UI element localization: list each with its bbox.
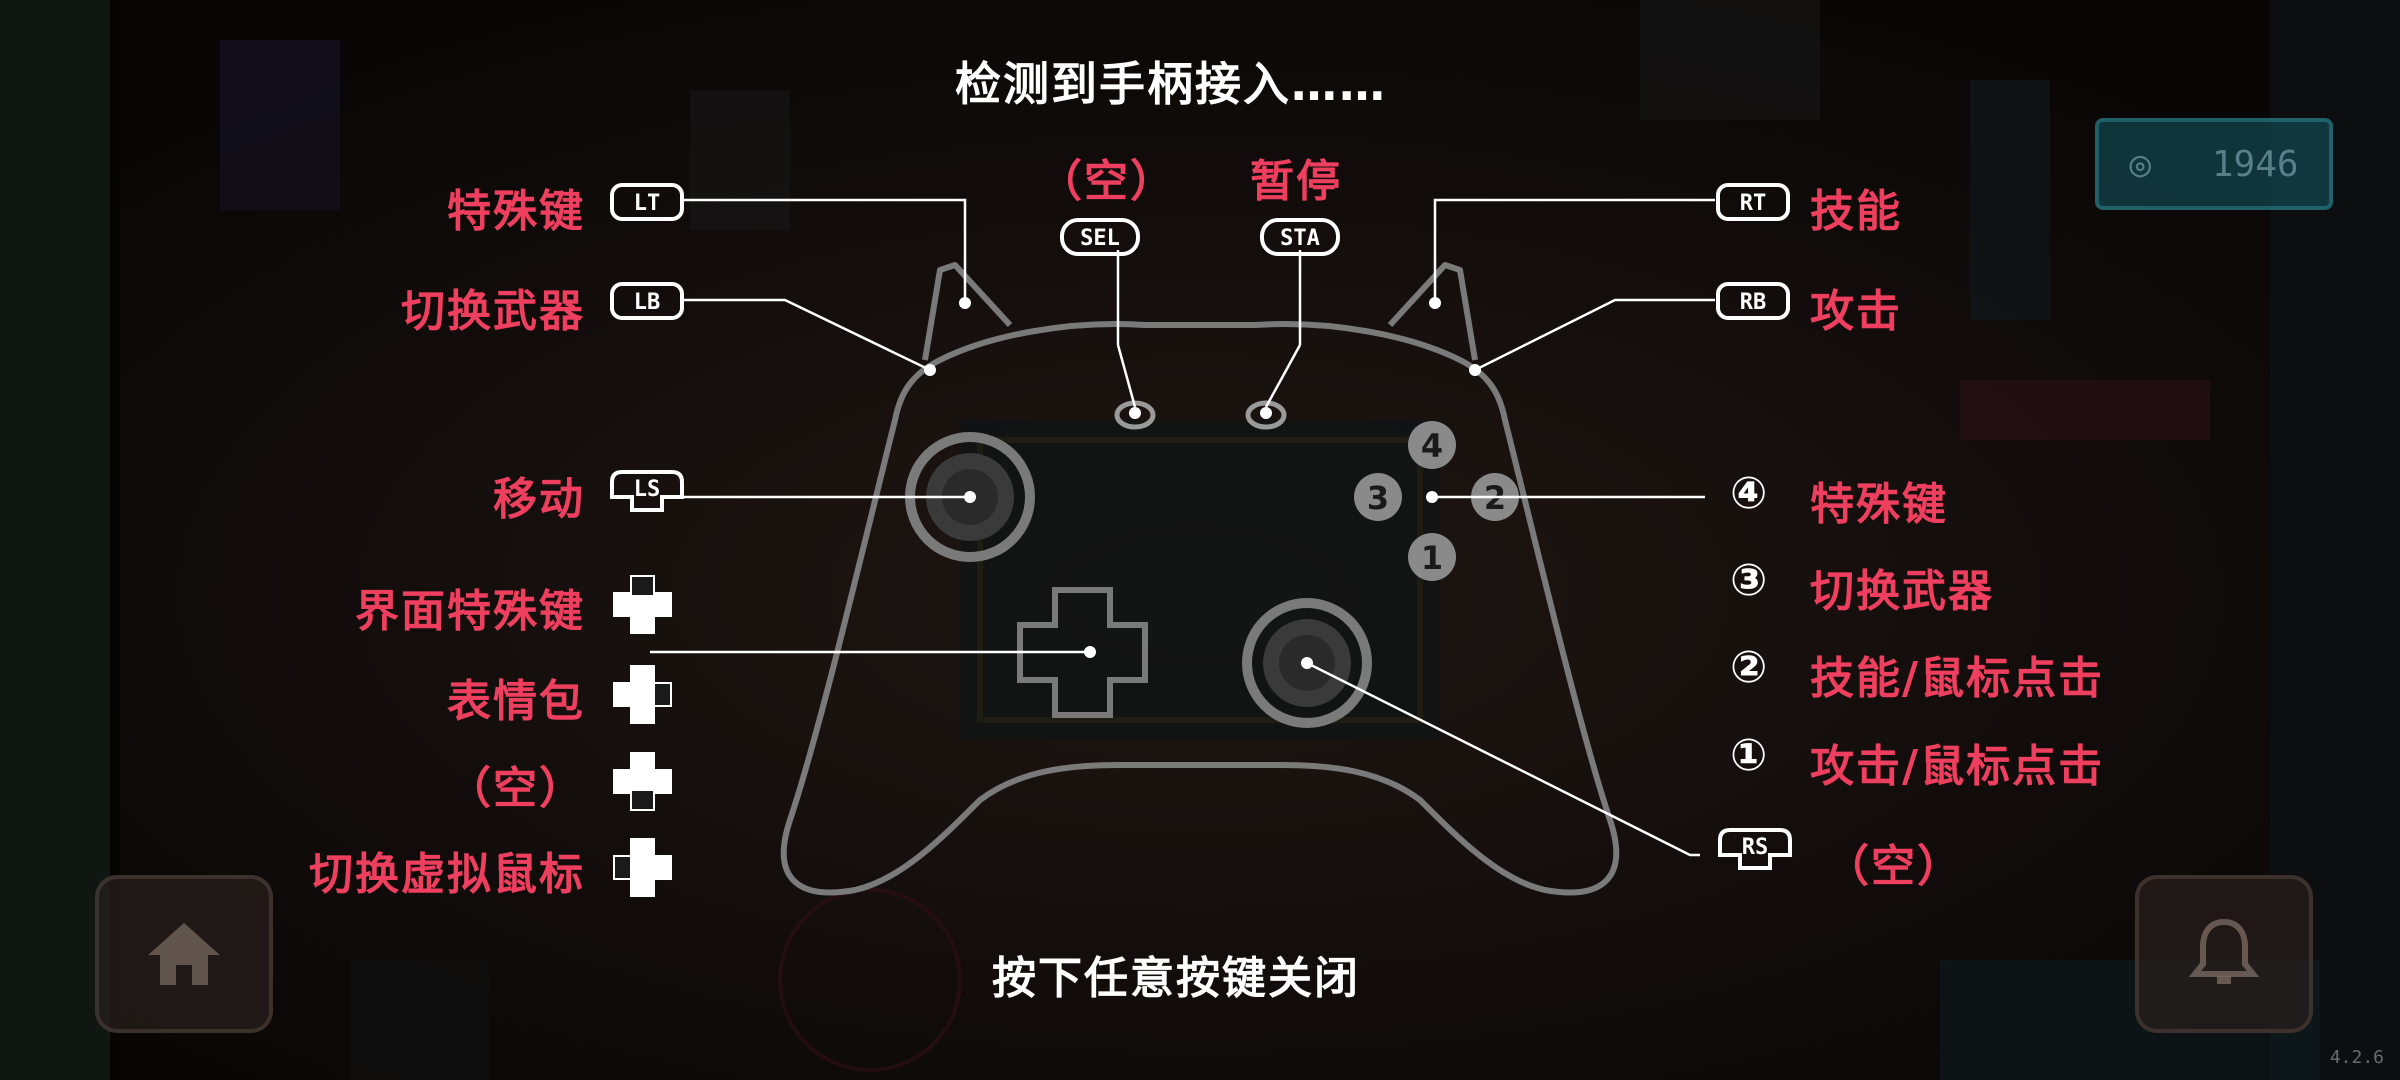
lb-badge: LB (634, 290, 661, 315)
lb-label: 切换武器 (401, 286, 585, 337)
close-hint: 按下任意按键关闭 (992, 953, 1360, 1004)
b4-number: ④ (1730, 468, 1770, 519)
home-icon (148, 923, 220, 985)
face-button-3-label: 3 (1367, 479, 1389, 517)
dpad-left-icon (613, 838, 672, 897)
rb-leader (1474, 298, 1715, 372)
rs-badge: RS (1742, 835, 1769, 860)
rt-label: 技能 (1810, 186, 1902, 237)
coin-icon: ◎ (2129, 143, 2152, 185)
sel-badge: SEL (1080, 226, 1120, 251)
rt-badge: RT (1740, 191, 1767, 216)
controller-outline (780, 321, 1620, 896)
sta-badge: STA (1280, 226, 1320, 251)
b3-label: 切换武器 (1810, 566, 1994, 617)
b2-number: ② (1730, 642, 1770, 693)
bell-button[interactable] (2135, 875, 2313, 1033)
bell-icon (2188, 918, 2260, 984)
left-trigger-shape (922, 262, 1013, 361)
dpad-up-icon (613, 575, 672, 634)
rt-leader (1433, 198, 1715, 303)
dpad-up-label: 界面特殊键 (355, 586, 585, 637)
coin-count: 1946 (2211, 143, 2299, 185)
ls-badge: LS (634, 477, 661, 502)
lb-leader (680, 298, 931, 372)
face-button-1-label: 1 (1421, 539, 1443, 577)
rb-badge: RB (1740, 290, 1767, 315)
lt-leader (680, 198, 967, 303)
b2-label: 技能/鼠标点击 (1810, 653, 2105, 704)
face-button-3 (1354, 473, 1402, 521)
rb-label: 攻击 (1810, 286, 1902, 337)
sta-label: 暂停 (1250, 156, 1342, 207)
page-title: 检测到手柄接入…… (955, 57, 1387, 111)
face-button-1 (1408, 533, 1456, 581)
b3-number: ③ (1730, 555, 1770, 606)
coin-counter: ◎ 1946 (2095, 118, 2333, 210)
rs-label: （空） (1825, 841, 1963, 892)
version-label: 4.2.6 (2329, 1047, 2384, 1068)
dpad-right-label: 表情包 (447, 676, 585, 727)
b1-number: ① (1730, 730, 1770, 781)
dpad-down-label: （空） (447, 763, 585, 814)
dpad-left-label: 切换虚拟鼠标 (309, 849, 585, 900)
right-trigger-shape (1387, 262, 1478, 361)
home-button[interactable] (95, 875, 273, 1033)
ls-label: 移动 (493, 474, 585, 525)
lt-badge: LT (634, 191, 661, 216)
face-button-4 (1408, 421, 1456, 469)
sel-label: （空） (1038, 156, 1176, 207)
dpad-down-icon (613, 752, 672, 811)
controller-dpad (1017, 587, 1148, 718)
rs-leader (1306, 661, 1700, 857)
b1-label: 攻击/鼠标点击 (1810, 741, 2105, 792)
dpad-right-icon (613, 665, 672, 724)
face-button-4-label: 4 (1421, 427, 1443, 465)
lt-label: 特殊键 (447, 186, 585, 237)
b4-label: 特殊键 (1810, 479, 1948, 530)
start-button-shape (1245, 400, 1287, 430)
